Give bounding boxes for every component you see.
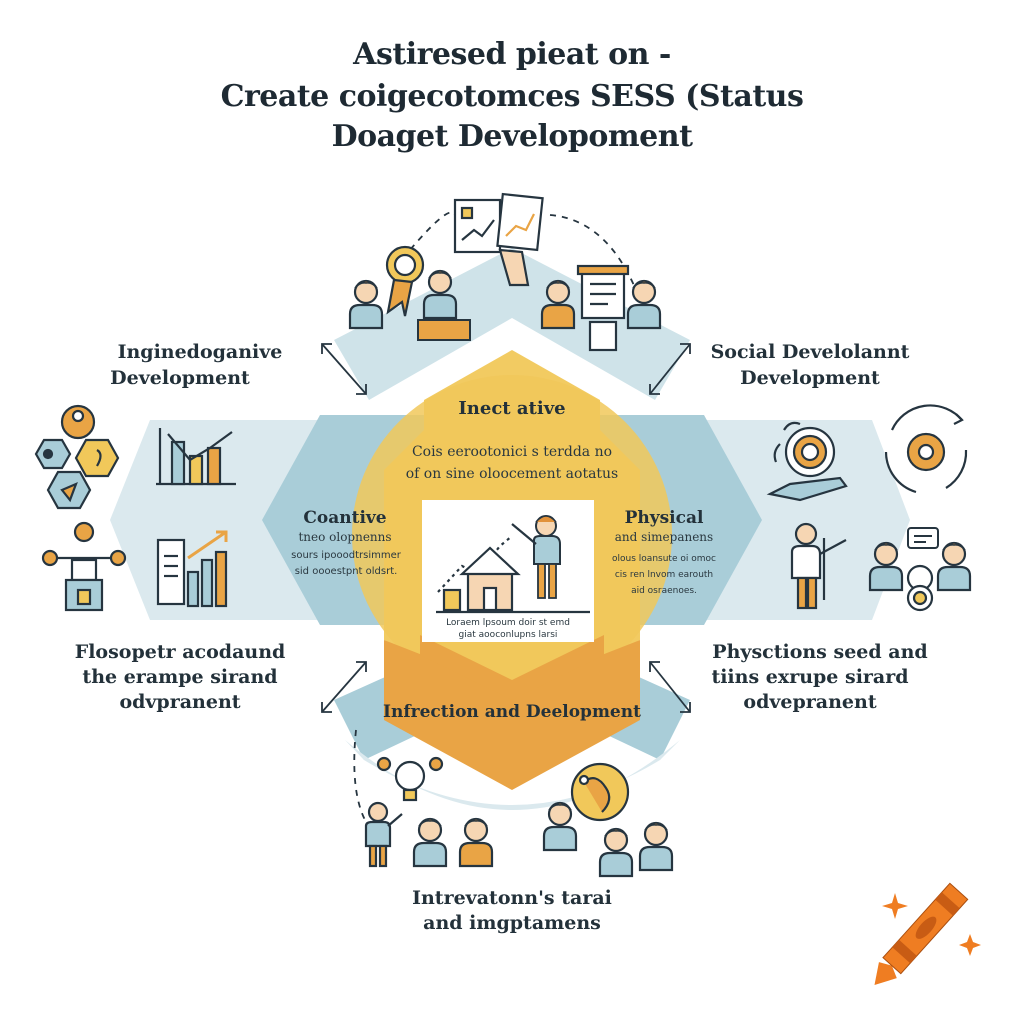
puzzle-network-icon — [34, 404, 120, 510]
person-icon — [542, 801, 578, 852]
person-icon — [348, 279, 384, 330]
diagram-title-line1: Astiresed pieat on - — [353, 37, 671, 72]
speech-bubble-icon — [907, 527, 939, 549]
bottom-dashed-arc — [353, 729, 366, 821]
person-icon — [626, 279, 662, 330]
coin-icon — [906, 564, 934, 612]
center-bottom-label: Infrection and Deelopment — [383, 702, 641, 722]
person-icon — [638, 821, 674, 872]
bottom-arc — [345, 740, 680, 810]
award-medal-icon — [385, 245, 425, 317]
target-hand-icon — [766, 421, 848, 502]
right-inner-line1: olous loansute oi omoc — [612, 554, 716, 564]
bottom-right-label-line2: tiins exrupe sirard — [711, 666, 909, 688]
top-right-label-line2: Development — [740, 367, 880, 389]
bottom-left-label-line2: the erampe sirand — [82, 666, 278, 688]
center-text-line2: of on sine oloocement aotatus — [405, 466, 619, 482]
bottom-left-label-line3: odvpranent — [119, 691, 241, 713]
lightbulb-stand-icon — [41, 521, 127, 612]
top-right-label-line1: Social Develolannt — [710, 341, 910, 363]
arrow-top-left-icon — [321, 343, 367, 395]
top-left-label-line2: Development — [110, 367, 250, 389]
diagram-title-line2: Create coigecotomces SESS (Status — [220, 79, 804, 114]
left-inner-heading: Coantive — [303, 508, 387, 528]
right-inner-sub: and simepanens — [614, 530, 714, 544]
person-icon — [412, 817, 448, 868]
house-chart-icon — [436, 535, 590, 614]
bottom-right-label-line3: odvepranent — [743, 691, 877, 713]
person-icon — [936, 541, 972, 592]
globe-person-icon — [570, 762, 630, 822]
left-inner-line2: sid oooestpnt oldsrt. — [294, 566, 398, 577]
top-left-label-line1: Inginedoganive — [117, 341, 283, 363]
teacher-board-icon — [576, 264, 630, 352]
cycle-gear-icon — [884, 404, 968, 494]
bottom-right-label-line1: Physctions seed and — [712, 641, 928, 663]
lightbulb-icon — [376, 756, 444, 802]
right-inner-heading: Physical — [624, 508, 704, 528]
presenter-icon — [790, 522, 847, 610]
bottom-caption-line1: Intrevatonn's tarai — [412, 887, 612, 909]
growth-chart-icon — [156, 530, 228, 608]
presenter-person-icon — [511, 515, 561, 599]
orange-bottom-chevron — [384, 640, 640, 790]
center-top-label: Inect ative — [458, 398, 566, 419]
person-icon — [458, 817, 494, 868]
arrow-bottom-left-icon — [321, 661, 367, 713]
crayon-icon — [874, 882, 969, 985]
person-icon — [598, 827, 634, 878]
center-text-line1: Cois eerootonici s terdda no — [411, 444, 613, 460]
diagram-title-line3: Doaget Developoment — [331, 119, 693, 154]
center-card-text-line2: giat aooconlupns larsi — [458, 630, 558, 640]
documents-chart-icon — [453, 192, 544, 287]
center-card-text-line1: Loraem lpsoum doir st emd — [446, 618, 570, 628]
desk-icon — [417, 319, 471, 341]
arrow-top-right-icon — [649, 343, 691, 395]
bottom-left-label-line1: Flosopetr acodaund — [74, 641, 286, 663]
sparkle-icon — [882, 893, 981, 956]
left-inner-sub: tneo olopnenns — [298, 530, 392, 544]
presenter-left-icon — [364, 801, 403, 868]
left-inner-line1: sours ipooodtrsimmer — [291, 550, 401, 561]
bar-chart-icon — [156, 428, 236, 486]
top-blue-band — [334, 248, 690, 400]
right-inner-line2: cis ren lnvom earouth — [614, 570, 714, 580]
bottom-caption-line2: and imgptamens — [423, 912, 601, 934]
arrow-bottom-right-icon — [649, 661, 691, 713]
right-inner-line3: aid osraenoes. — [631, 586, 697, 596]
